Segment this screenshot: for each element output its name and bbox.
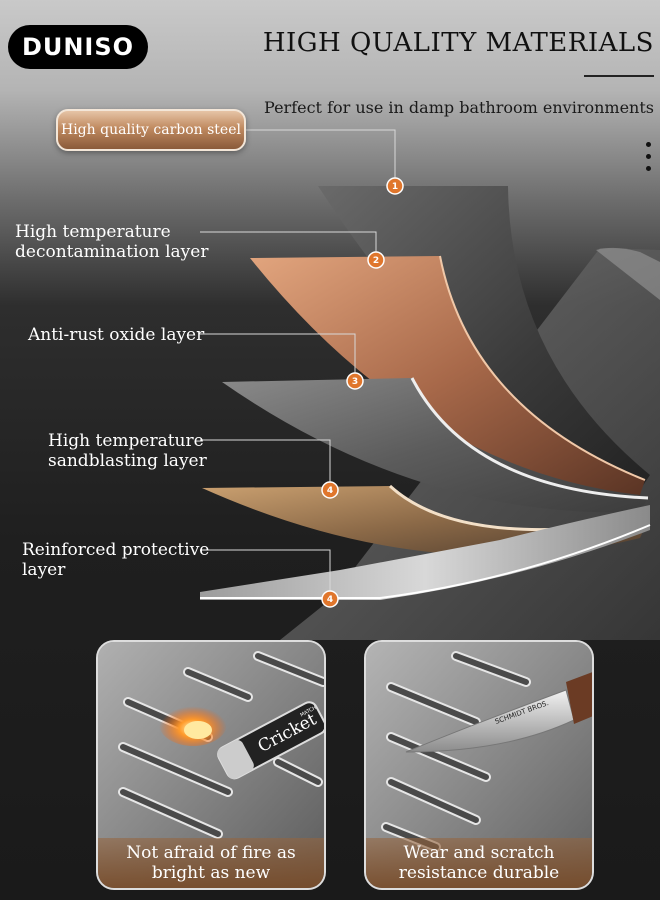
badge-1: 1	[392, 182, 398, 192]
badge-2: 2	[373, 256, 379, 266]
brand-logo: DUNISO	[8, 25, 148, 69]
headline-divider	[584, 75, 654, 77]
badge-3: 3	[352, 377, 358, 387]
scratch-resistance-card: SCHMIDT BROS. Wear and scratch resistanc…	[364, 640, 594, 890]
more-icon	[646, 142, 654, 178]
subheadline: Perfect for use in damp bathroom environ…	[264, 98, 654, 117]
fire-resistance-card: Cricket MATCH Not afraid of fire as brig…	[96, 640, 326, 890]
badge-5: 4	[327, 595, 333, 605]
layer-1-label: High quality carbon steel	[56, 109, 246, 151]
layer-3-label: Anti-rust oxide layer	[28, 325, 205, 345]
headline: HIGH QUALITY MATERIALS	[262, 28, 654, 58]
leader-lines	[200, 129, 396, 598]
material-layers-illustration: 1 2 3 4 4	[200, 129, 660, 640]
badge-4: 4	[327, 486, 333, 496]
fire-card-caption: Not afraid of fire as bright as new	[98, 838, 324, 888]
layer-badges	[321, 177, 404, 608]
scratch-card-caption: Wear and scratch resistance durable	[366, 838, 592, 888]
